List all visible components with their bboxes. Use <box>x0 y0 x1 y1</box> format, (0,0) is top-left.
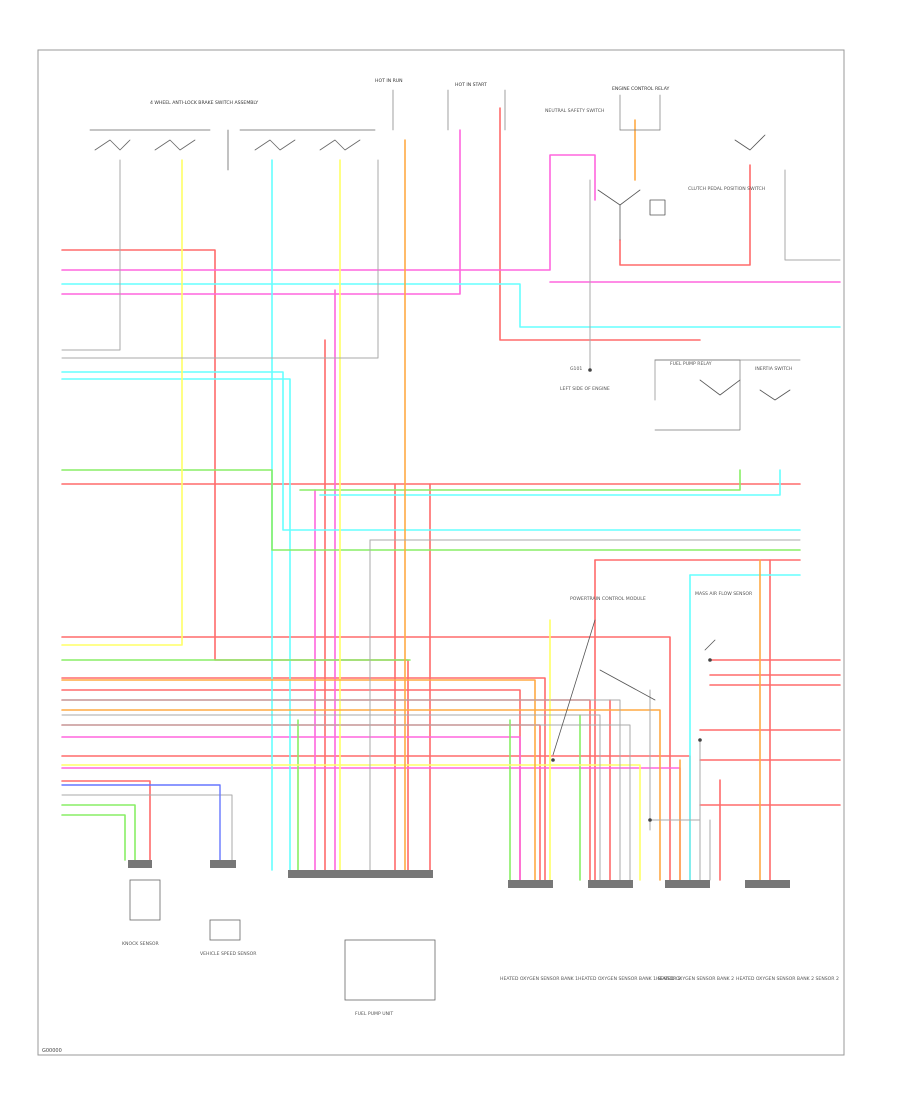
relay-top-label: ENGINE CONTROL RELAY <box>612 86 669 92</box>
fuel-pump-connector <box>288 870 436 1001</box>
fuse-hot-run-label: HOT IN RUN <box>375 78 403 84</box>
pedal-switches <box>89 129 376 171</box>
blue-wires <box>61 784 221 861</box>
cyan-wires <box>61 159 841 881</box>
wire-group <box>61 89 841 881</box>
o2-sensor-1-label: HEATED OXYGEN SENSOR BANK 1 <box>500 976 578 982</box>
o2-sensor-2-connector <box>588 880 633 888</box>
diagram-code: G00000 <box>42 1048 62 1054</box>
splice-dots <box>551 368 712 822</box>
pink-wires <box>61 129 841 881</box>
o2-sensor-2-label: HEATED OXYGEN SENSOR BANK 1 SENSOR 2 <box>578 976 681 982</box>
neutral-switch-label: NEUTRAL SAFETY SWITCH <box>545 108 604 114</box>
bottom-connectors <box>128 860 790 1001</box>
fuel-pump-unit-label: FUEL PUMP UNIT <box>355 1011 393 1017</box>
o2-sensor-3-connector <box>665 880 710 888</box>
yellow-wires <box>61 159 641 881</box>
o2-sensor-3-label: HEATED OXYGEN SENSOR BANK 2 <box>656 976 734 982</box>
center-note-label: POWERTRAIN CONTROL MODULE <box>570 596 646 602</box>
pedal-switches-label: 4 WHEEL ANTI-LOCK BRAKE SWITCH ASSEMBLY <box>150 100 258 106</box>
module-note-label: MASS AIR FLOW SENSOR <box>695 591 753 597</box>
diagram-border <box>37 49 845 1056</box>
grey-wires <box>61 159 841 881</box>
fuse-hot-start-label: HOT IN START <box>455 82 487 88</box>
green-wires <box>61 469 801 881</box>
main-ground-label: LEFT SIDE OF ENGINE <box>560 386 610 392</box>
inertia-switch-label: INERTIA SWITCH <box>755 366 792 372</box>
o2-sensor-1-connector <box>508 880 553 888</box>
o2-sensor-4-connector <box>745 880 790 888</box>
knock-sensor-connector <box>128 860 161 921</box>
o2-sensor-4-label: HEATED OXYGEN SENSOR BANK 2 SENSOR 2 <box>736 976 839 982</box>
orange-wires <box>61 119 761 881</box>
fuel-pump-relay-label: FUEL PUMP RELAY <box>670 361 712 367</box>
dark-lines <box>552 134 791 756</box>
ground-label: G101 <box>570 366 582 372</box>
knock-sensor-label: KNOCK SENSOR <box>122 941 160 947</box>
vss-connector <box>209 860 241 941</box>
vss-label: VEHICLE SPEED SENSOR <box>200 951 257 957</box>
clutch-switch-label: CLUTCH PEDAL POSITION SWITCH <box>688 186 765 192</box>
fuse-boxes <box>392 89 741 431</box>
